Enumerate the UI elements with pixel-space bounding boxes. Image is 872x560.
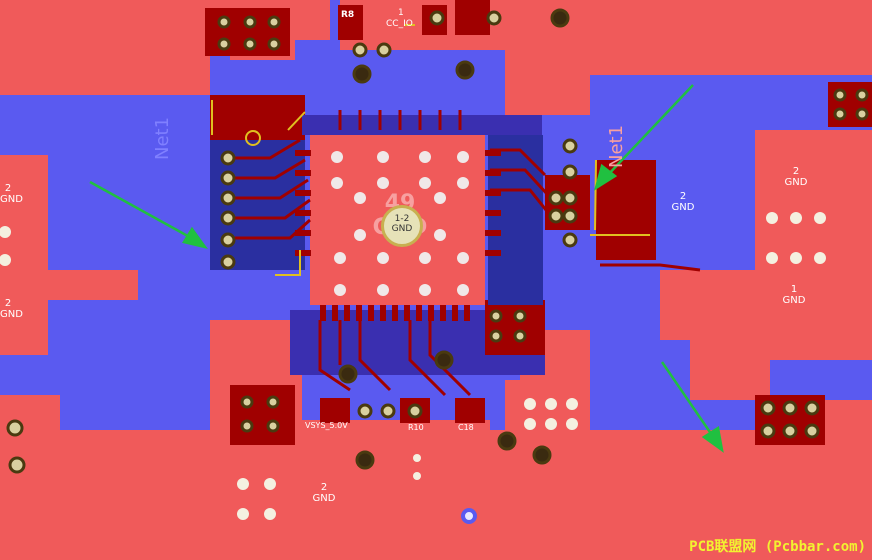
center-via-pad[interactable]: 1-2 GND [381,205,423,247]
watermark-text: PCB联盟网 (Pcbbar.com) [689,539,866,555]
designator-r10: R10 [408,423,424,432]
designator-r8: R8 [341,10,355,20]
net-name: GND [391,224,413,234]
qfn-pins [295,150,501,321]
pin-number: 1-2 [394,214,410,224]
designator-cc-io-pin: 1 [398,8,404,18]
designator-cc-io: CC_IO [386,19,413,29]
arrow-left [89,180,196,242]
dark-copper [205,0,872,445]
plated-holes [0,212,826,524]
designator-vsys: VSYS_5.0V [305,421,348,430]
designator-net1-left: Net1 [152,116,173,160]
arrow-left-head [182,226,208,249]
arrow-right-top-head [593,163,618,191]
silkscreen [211,24,650,276]
arrow-right-bottom-head [701,425,724,453]
annotation-arrows [89,84,724,453]
through-hole-pads [6,8,869,474]
arrow-right-top [604,84,694,179]
arrow-right-bottom [660,361,716,439]
thermal-vias [331,151,469,296]
signal-traces [235,110,701,397]
designator-c18: C18 [458,423,474,432]
designator-net1-right: Net1 [606,124,627,168]
